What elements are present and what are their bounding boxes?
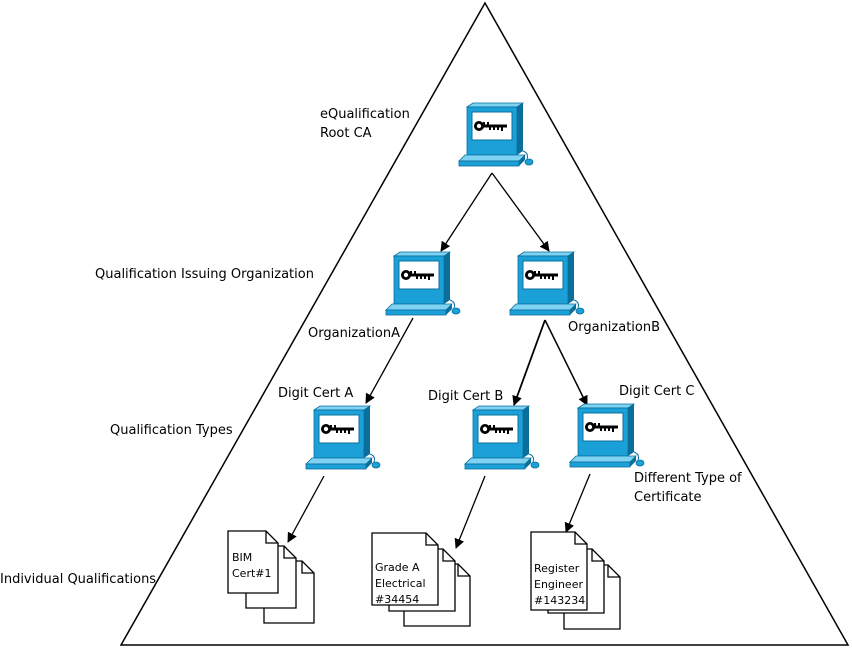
org-b-computer-icon [509, 251, 585, 316]
bim-doc-line2: Cert#1 [232, 567, 272, 580]
root-ca-computer-icon [458, 102, 534, 167]
arrow-root-to-org-b [491, 172, 550, 252]
register-doc-line2: Engineer [534, 578, 583, 591]
grade-doc-line3: #34454 [375, 593, 419, 606]
issuing-org-level-label: Qualification Issuing Organization [95, 267, 314, 282]
hierarchy-triangle [119, 1, 850, 646]
cert-b-label: Digit Cert B [428, 389, 503, 404]
cert-b-computer-icon [464, 405, 540, 470]
cert-c-label: Digit Cert C [619, 384, 694, 399]
arrow-org-a-to-cert-a [365, 317, 414, 404]
arrow-cert-a-to-bim [287, 475, 325, 543]
doc-stack-register [530, 531, 621, 630]
root-ca-label-line2: Root CA [320, 126, 372, 141]
doc-stack-bim [227, 530, 315, 624]
different-type-label-line2: Certificate [634, 490, 702, 505]
different-type-label-line1: Different Type of [634, 471, 742, 486]
grade-doc-line2: Electrical [375, 577, 426, 590]
grade-doc-line1: Grade A [375, 561, 420, 574]
register-doc-line3: #143234 [534, 594, 585, 607]
connector-arrows [287, 172, 591, 549]
bim-doc-line1: BIM [232, 551, 252, 564]
doc-stack-grade [371, 532, 471, 627]
arrow-cert-b-to-grade [454, 475, 486, 549]
arrow-org-b-to-cert-b [512, 319, 546, 406]
root-ca-label-line1: eQualification [320, 107, 410, 122]
arrow-cert-c-to-register [564, 473, 591, 533]
org-b-label: OrganizationB [568, 320, 660, 335]
org-a-computer-icon [385, 251, 461, 316]
org-a-label: OrganizationA [308, 326, 400, 341]
cert-c-computer-icon [569, 403, 645, 468]
cert-a-label: Digit Cert A [278, 386, 353, 401]
arrow-org-b-to-cert-c [544, 319, 588, 406]
cert-a-computer-icon [305, 405, 381, 470]
arrow-root-to-org-a [440, 172, 493, 252]
register-doc-line1: Register [534, 562, 580, 575]
qualification-types-level-label: Qualification Types [110, 423, 233, 438]
individual-qualifications-level-label: Individual Qualifications [0, 572, 156, 587]
